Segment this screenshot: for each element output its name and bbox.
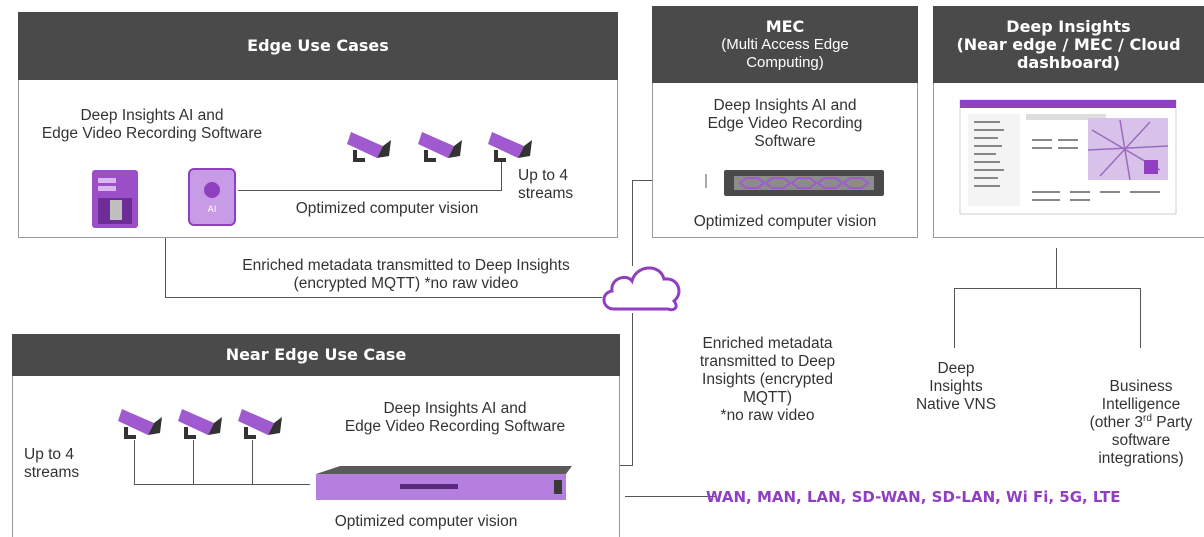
cloud-to-near-edge-vertical (632, 313, 633, 466)
near-link-horizontal (134, 484, 310, 485)
edge-to-cloud-vertical (165, 238, 166, 298)
di-tree-bar (954, 288, 1141, 289)
metadata-top-label: Enriched metadata transmitted to Deep In… (242, 257, 570, 292)
edge-streams-label: Up to 4 streams (518, 167, 574, 202)
mec-header-subtitle: (Multi Access Edge Computing) (721, 35, 849, 71)
deep-insights-header-label: Deep Insights (Near edge / MEC / Cloud d… (956, 16, 1181, 72)
mec-cv-label: Optimized computer vision (693, 213, 877, 230)
near-link-v3 (252, 440, 253, 485)
mec-software-label: Deep Insights AI and Edge Video Recordin… (707, 97, 863, 150)
near-camera-2-icon (178, 409, 222, 439)
business-intelligence-label: Business Intelligence (other 3rd Party s… (1066, 360, 1204, 468)
cloud-to-near-edge-horizontal (620, 465, 633, 466)
near-edge-server-icon (316, 466, 572, 500)
di-tree-left (954, 288, 955, 348)
near-software-label: Deep Insights AI and Edge Video Recordin… (344, 400, 566, 435)
deep-insights-header: Deep Insights (Near edge / MEC / Cloud d… (933, 6, 1204, 83)
edge-link-vertical (501, 162, 502, 191)
mec-header: MEC (Multi Access Edge Computing) (652, 6, 918, 83)
di-tree-right (1140, 288, 1141, 348)
mec-to-cloud-horizontal (632, 180, 652, 181)
near-cv-label: Optimized computer vision (334, 513, 518, 530)
di-tree-stem (1056, 248, 1057, 288)
mec-server-icon (705, 170, 884, 196)
near-camera-3-icon (238, 409, 282, 439)
edge-use-cases-header: Edge Use Cases (18, 12, 618, 80)
edge-camera-1-icon (347, 132, 391, 162)
near-edge-header-label: Near Edge Use Case (225, 345, 407, 364)
mec-to-cloud-vertical (632, 180, 633, 266)
edge-header-label: Edge Use Cases (247, 36, 389, 55)
cloud-icon (602, 266, 681, 312)
mec-header-title: MEC (765, 16, 805, 36)
edge-camera-2-icon (418, 132, 462, 162)
ai-badge: AI (208, 205, 217, 215)
near-streams-label: Up to 4 streams (24, 446, 80, 481)
edge-device-box-icon (92, 170, 138, 228)
bi-superscript: rd (1143, 412, 1152, 424)
network-types-label: WAN, MAN, LAN, SD-WAN, SD-LAN, Wi Fi, 5G… (706, 488, 1121, 506)
edge-ai-camera-device-icon: AI (188, 168, 236, 226)
near-camera-1-icon (118, 409, 162, 439)
bi-text-1: Business Intelligence (other 3 (1089, 378, 1181, 431)
edge-to-cloud-horizontal (165, 297, 602, 298)
network-line (625, 496, 715, 497)
near-edge-header: Near Edge Use Case (12, 334, 620, 376)
near-link-v1 (134, 440, 135, 485)
edge-camera-3-icon (488, 132, 532, 162)
deep-insights-vns-label: Deep Insights Native VNS (915, 360, 997, 413)
edge-link-horizontal (238, 190, 502, 191)
edge-cv-label: Optimized computer vision (295, 200, 479, 217)
near-link-v2 (193, 440, 194, 485)
metadata-mid-label: Enriched metadata transmitted to Deep In… (699, 335, 836, 424)
bi-text-2: Party software integrations) (1098, 414, 1193, 467)
dashboard-screenshot-icon (959, 99, 1177, 215)
edge-software-label: Deep Insights AI and Edge Video Recordin… (41, 107, 263, 142)
